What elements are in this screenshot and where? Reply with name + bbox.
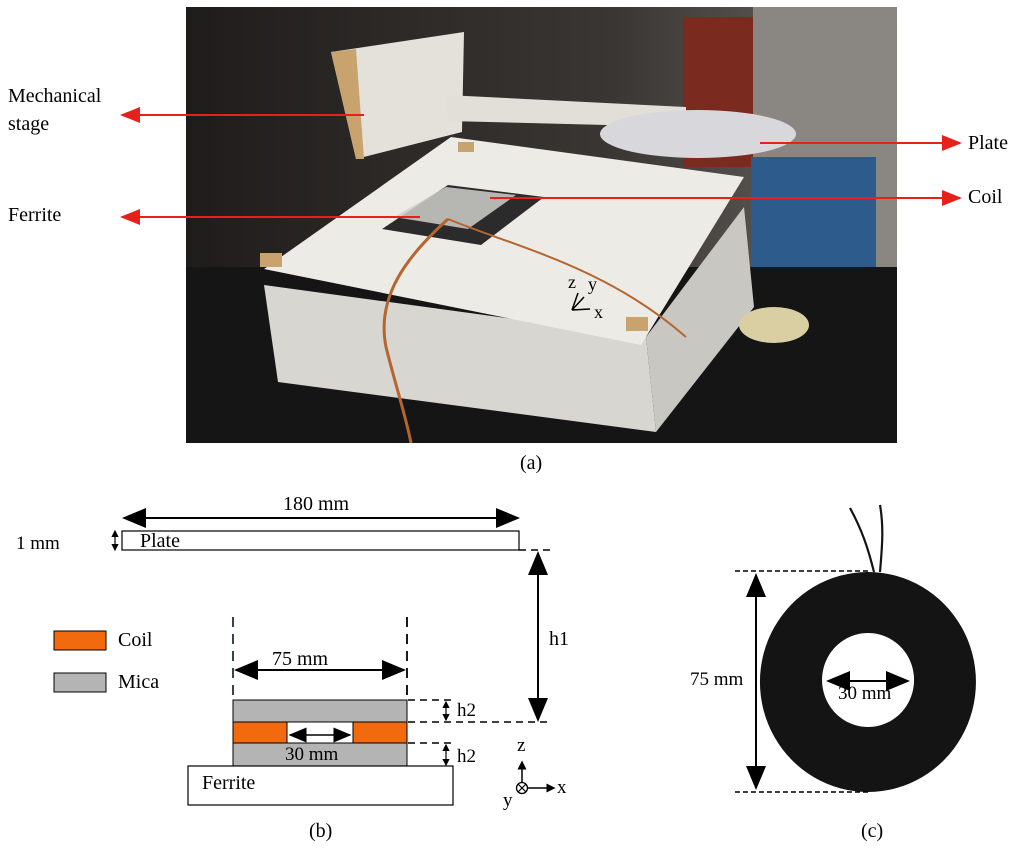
plate-width-label: 180 mm xyxy=(283,493,350,515)
ferrite-rect xyxy=(187,765,454,806)
caption-b: (b) xyxy=(309,820,333,842)
setup-photo: z y x xyxy=(186,7,897,443)
label-coil: Coil xyxy=(968,186,1003,208)
foam-base-front xyxy=(646,207,754,432)
stage-board xyxy=(331,32,464,159)
pad-front xyxy=(626,317,648,331)
h2-bottom-label: h2 xyxy=(457,746,476,767)
plate-thickness-label: 1 mm xyxy=(16,533,60,554)
copper-wire xyxy=(382,217,450,443)
label-plate: Plate xyxy=(968,132,1008,154)
caption-c: (c) xyxy=(861,820,884,842)
coil-mica xyxy=(394,187,516,229)
plate-label: Plate xyxy=(140,530,180,552)
svg-text:y: y xyxy=(588,274,597,294)
legend-coil-swatch xyxy=(53,630,107,651)
legend-mica-swatch xyxy=(53,672,107,693)
legend-mica-label: Mica xyxy=(118,671,160,693)
tape-roll xyxy=(739,307,809,343)
schematic-axis-z: z xyxy=(517,735,526,756)
label-mechanical-stage-2: stage xyxy=(8,113,50,135)
foam-base-side xyxy=(264,285,656,432)
h2-top-label: h2 xyxy=(457,700,476,721)
h1-label: h1 xyxy=(549,628,569,650)
label-mechanical-stage-1: Mechanical xyxy=(8,85,102,107)
svg-text:z: z xyxy=(568,272,576,292)
coil-lead-wire-1 xyxy=(849,507,876,573)
caption-a: (a) xyxy=(520,452,543,474)
legend-coil-label: Coil xyxy=(118,629,153,651)
metal-plate xyxy=(600,110,796,158)
coil-inner-label-c: 30 mm xyxy=(838,683,892,704)
coil-outer-label: 75 mm xyxy=(690,669,744,690)
ferrite-label: Ferrite xyxy=(202,772,256,794)
pad-back xyxy=(458,142,474,152)
stage-edge xyxy=(331,49,364,159)
coil-width-label: 75 mm xyxy=(272,648,329,670)
coil-donut xyxy=(759,572,976,792)
schematic-axis-x: x xyxy=(557,777,567,798)
schematic-axis-y: y xyxy=(503,790,513,811)
svg-text:x: x xyxy=(594,302,603,322)
coil-lead-wire-2 xyxy=(878,504,884,573)
copper-wire-2 xyxy=(447,218,687,338)
coil-inner-label: 30 mm xyxy=(285,744,339,765)
photo-axis: z y x xyxy=(568,272,603,322)
schematic-axes xyxy=(515,760,556,795)
pad-left xyxy=(260,253,282,267)
label-ferrite: Ferrite xyxy=(8,204,62,226)
plate-rect xyxy=(121,530,520,551)
